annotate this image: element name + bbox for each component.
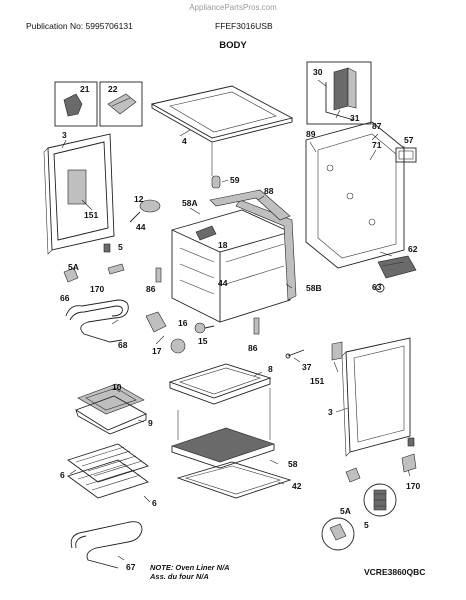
label-3-upper: 3	[62, 130, 67, 140]
publication-number: Publication No: 5995706131	[26, 21, 133, 31]
label-15: 15	[198, 336, 208, 346]
part-170-left[interactable]	[107, 263, 125, 275]
note-line-english: NOTE: Oven Liner N/A	[150, 563, 230, 572]
label-151-lower: 151	[310, 376, 324, 386]
bake-element-68[interactable]	[65, 299, 129, 343]
oven-cavity-58A[interactable]	[171, 209, 291, 323]
label-87: 87	[372, 121, 382, 131]
label-21: 21	[80, 84, 90, 94]
part-5-zoom[interactable]	[363, 483, 397, 517]
label-8: 8	[268, 364, 273, 374]
label-170-upper: 170	[90, 284, 104, 294]
part-62[interactable]	[377, 255, 417, 279]
part-5-left[interactable]	[103, 243, 111, 253]
label-42: 42	[292, 481, 302, 491]
label-86-upper: 86	[146, 284, 156, 294]
label-16: 16	[178, 318, 188, 328]
part-5-right[interactable]	[407, 437, 415, 447]
label-66: 66	[60, 293, 70, 303]
part-12[interactable]	[129, 199, 161, 223]
label-5A-upper: 5A	[68, 262, 79, 272]
bottom-panel-42[interactable]	[176, 461, 292, 499]
label-5A-lower: 5A	[340, 506, 351, 516]
part-16[interactable]	[145, 311, 167, 333]
label-44-upper: 44	[136, 222, 146, 232]
label-89: 89	[306, 129, 316, 139]
insulation-58B[interactable]	[209, 189, 297, 301]
label-5-upper: 5	[118, 242, 123, 252]
label-3-lower: 3	[328, 407, 333, 417]
label-58: 58	[288, 459, 298, 469]
label-57: 57	[404, 135, 414, 145]
broil-pan-insert-10[interactable]	[77, 383, 145, 415]
label-59: 59	[230, 175, 240, 185]
part-37[interactable]	[285, 349, 305, 359]
label-30: 30	[313, 67, 323, 77]
broil-pan-9[interactable]	[74, 395, 148, 435]
label-86-lower: 86	[248, 343, 258, 353]
label-4: 4	[182, 136, 187, 146]
oven-rack-lower-6[interactable]	[67, 459, 149, 499]
oven-rack-upper-6[interactable]	[67, 443, 149, 483]
part-170-right[interactable]	[401, 453, 417, 473]
label-10: 10	[112, 382, 122, 392]
diagram-code: VCRE3860QBC	[364, 567, 426, 577]
part-15[interactable]	[194, 322, 215, 334]
part-151-right[interactable]	[331, 341, 343, 361]
label-31: 31	[350, 113, 360, 123]
oven-liner-note: NOTE: Oven Liner N/A Ass. du four N/A	[150, 563, 230, 581]
note-line-french: Ass. du four N/A	[150, 572, 209, 581]
top-cover-4[interactable]	[150, 85, 294, 176]
part-86-left[interactable]	[155, 267, 162, 283]
watermark: AppliancePartsPros.com	[189, 3, 277, 12]
storage-drawer-8[interactable]	[168, 363, 272, 405]
part-22-box[interactable]	[99, 81, 143, 127]
section-title: BODY	[219, 40, 247, 51]
drawer-body-58[interactable]	[171, 388, 275, 469]
label-63: 63	[372, 282, 382, 292]
part-86-right[interactable]	[253, 317, 260, 335]
part-59[interactable]	[211, 175, 221, 189]
part-18[interactable]	[195, 225, 217, 241]
model-number: FFEF3016USB	[215, 21, 273, 31]
label-58A: 58A	[182, 198, 198, 208]
part-labels: 21 22 30 31 3 4 87 57 89 71 59 12 88 58A…	[60, 67, 420, 572]
part-5A-zoom[interactable]	[321, 517, 355, 551]
part-17[interactable]	[170, 338, 186, 354]
back-panel-87[interactable]	[305, 121, 405, 269]
label-18: 18	[218, 240, 228, 250]
leader-lines	[61, 79, 411, 561]
part-30-box[interactable]	[306, 61, 372, 125]
label-44-lower: 44	[218, 278, 228, 288]
label-62: 62	[408, 244, 418, 254]
label-9: 9	[148, 418, 153, 428]
oven-door-right-3[interactable]	[341, 337, 411, 457]
label-37: 37	[302, 362, 312, 372]
label-71: 71	[372, 140, 382, 150]
label-88: 88	[264, 186, 274, 196]
part-21-box[interactable]	[54, 81, 98, 127]
label-58B: 58B	[306, 283, 322, 293]
broil-element-67[interactable]	[70, 521, 143, 569]
label-17: 17	[152, 346, 162, 356]
label-6-upper: 6	[60, 470, 65, 480]
label-68: 68	[118, 340, 128, 350]
label-151-upper: 151	[84, 210, 98, 220]
label-170-lower: 170	[406, 481, 420, 491]
label-5-lower: 5	[364, 520, 369, 530]
label-12: 12	[134, 194, 144, 204]
part-5A-left[interactable]	[63, 267, 79, 283]
oven-door-left-3[interactable]	[43, 133, 115, 255]
part-5A-right[interactable]	[345, 467, 361, 483]
label-67: 67	[126, 562, 136, 572]
label-6-lower: 6	[152, 498, 157, 508]
part-57[interactable]	[395, 147, 417, 163]
label-22: 22	[108, 84, 118, 94]
